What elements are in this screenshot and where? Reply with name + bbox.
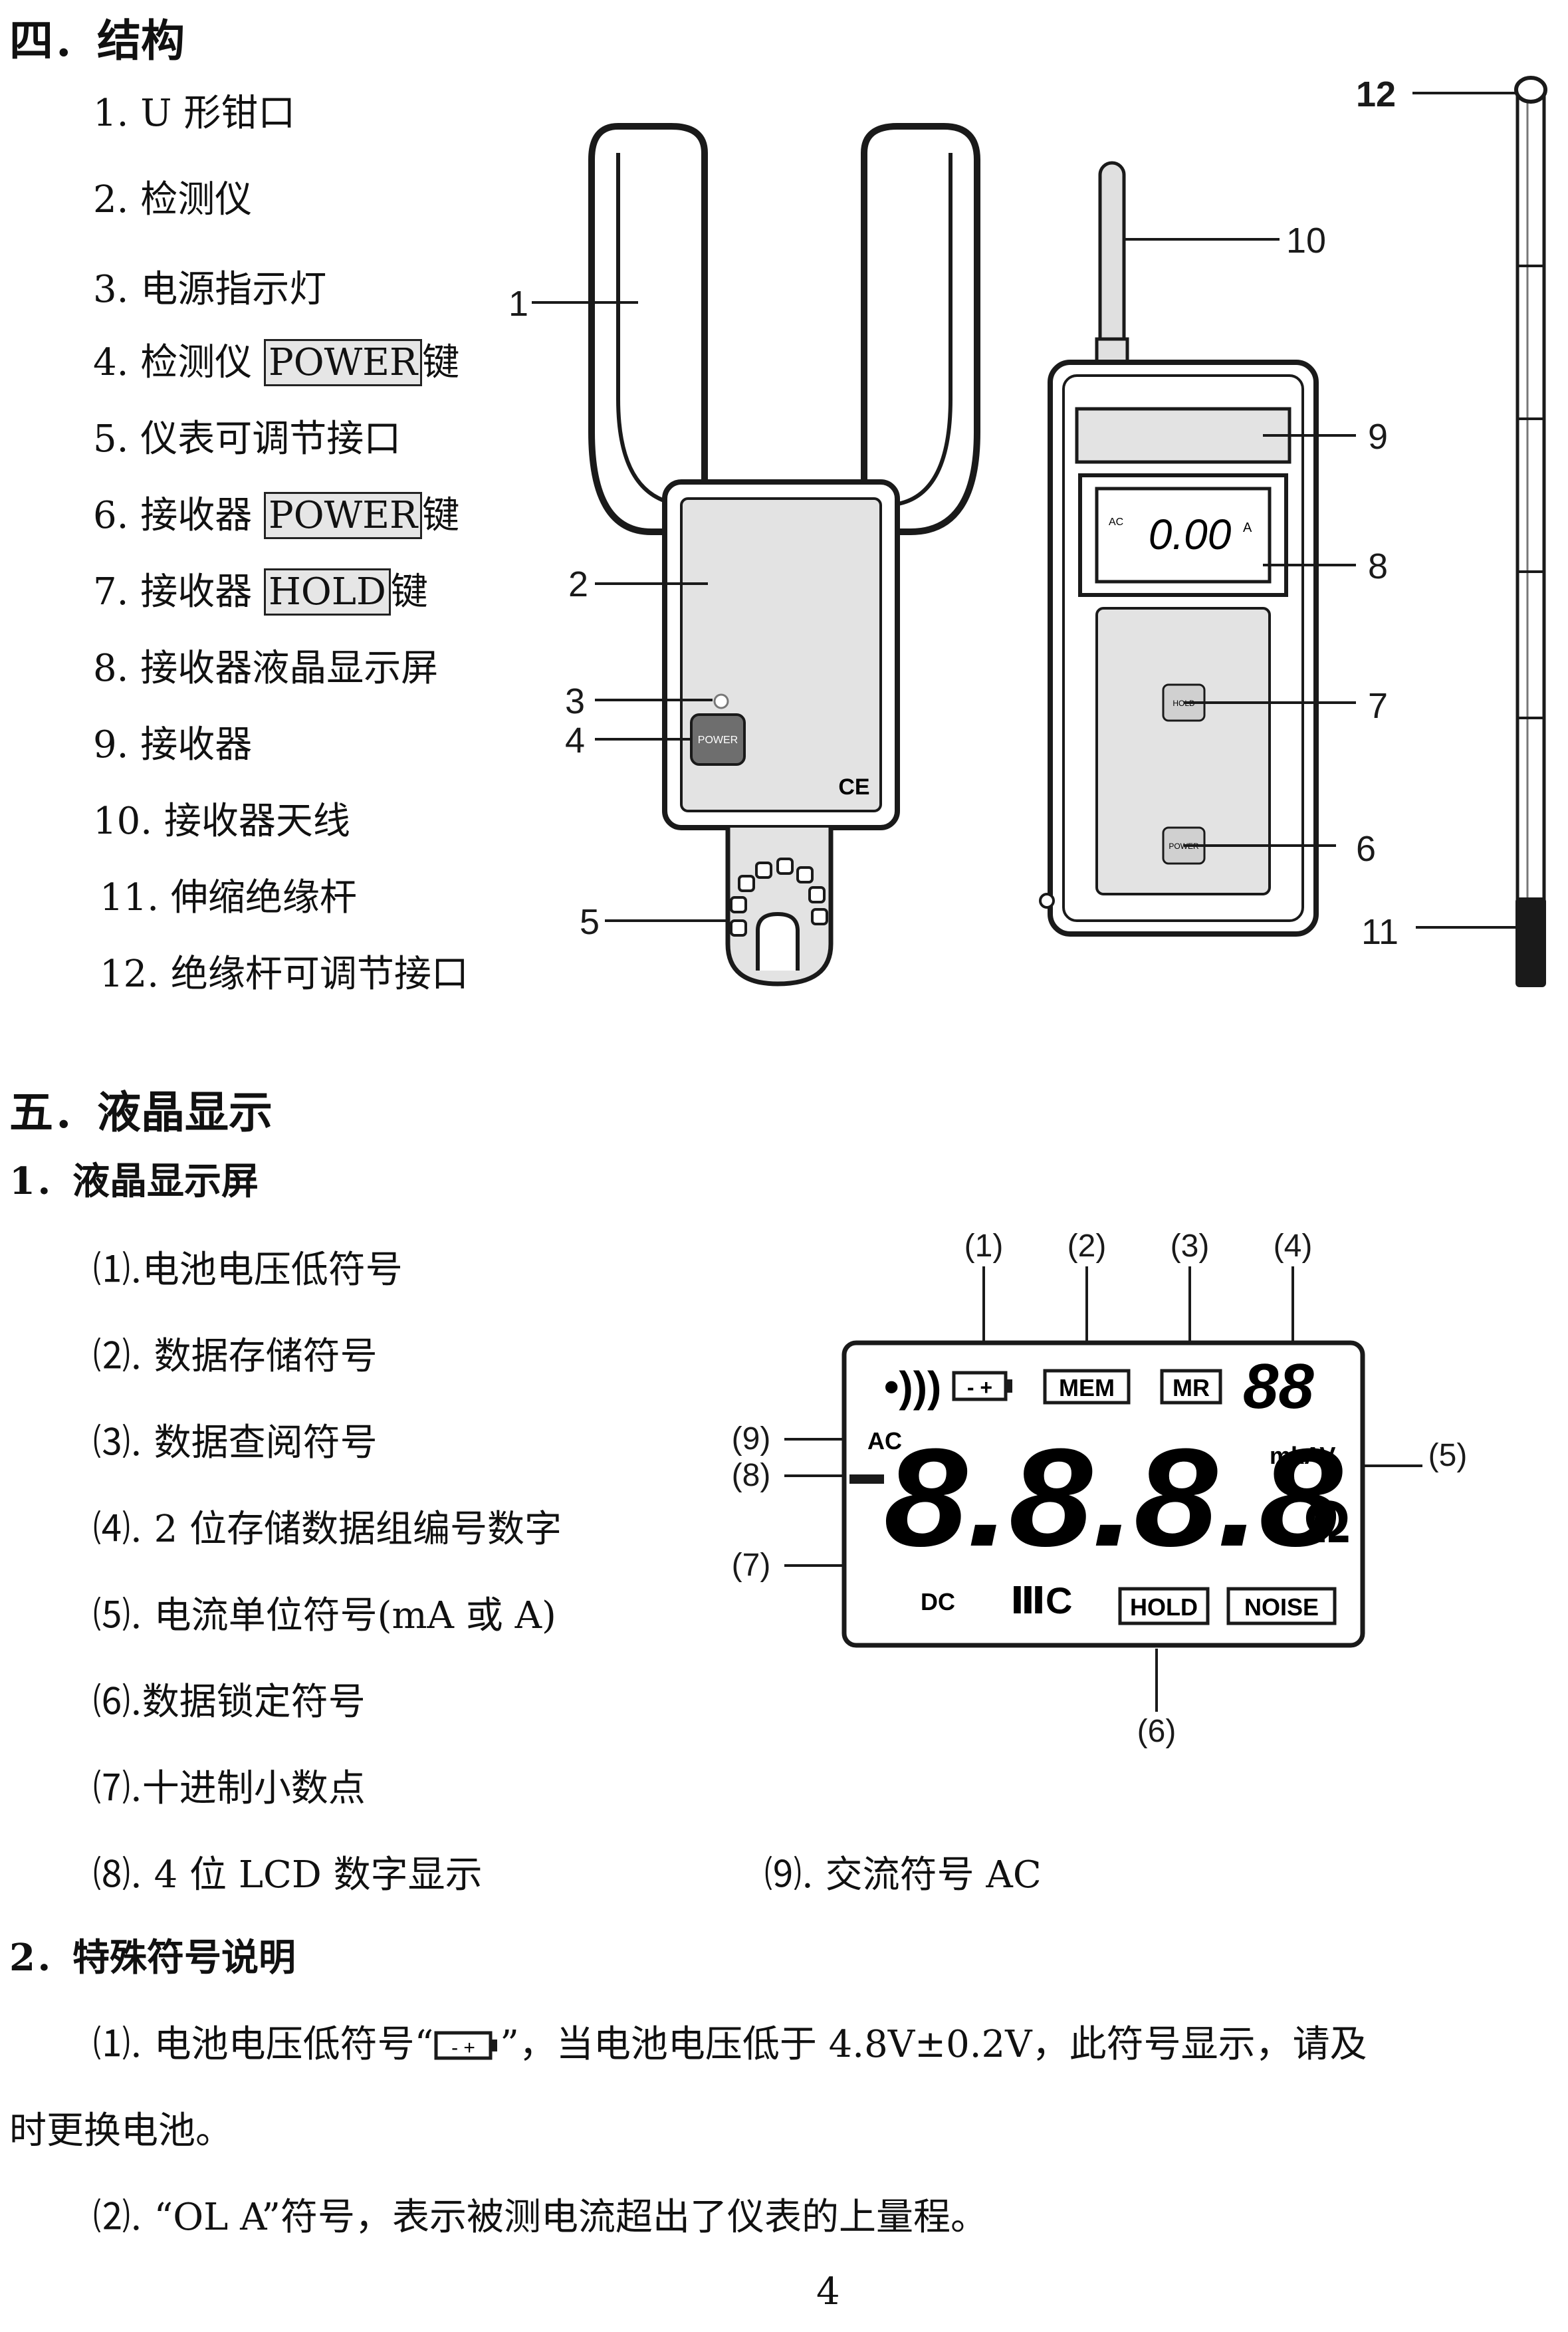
structure-item-8: 8. 接收器液晶显示屏 <box>93 647 439 690</box>
page-number: 4 <box>816 2270 840 2313</box>
hold-key-label: HOLD <box>264 568 391 616</box>
ac-symbol: AC <box>867 1427 902 1455</box>
hold-symbol: HOLD <box>1130 1593 1198 1621</box>
receiver-antenna <box>1098 161 1126 358</box>
callout-1: 1 <box>508 284 528 324</box>
structure-item-4-suffix: 键 <box>422 341 460 384</box>
callout-4: 4 <box>565 721 585 760</box>
mem-symbol: MEM <box>1059 1374 1115 1401</box>
receiver-keypad-panel <box>1095 607 1271 895</box>
u-jaw-outline <box>588 123 980 535</box>
battery-low-symbol <box>952 1371 1008 1401</box>
lcd-callout-9: (9) <box>732 1421 771 1457</box>
lcd-callout-1: (1) <box>964 1228 1004 1264</box>
callout-3: 3 <box>565 681 585 721</box>
lcd-item-8: ⑻. 4 位 LCD 数字显示 <box>93 1853 483 1897</box>
callout-11: 11 <box>1361 912 1399 952</box>
structure-item-6-suffix: 键 <box>422 494 460 537</box>
structure-item-7-prefix: 7. 接收器 <box>93 570 265 614</box>
structure-item-5: 5. 仪表可调节接口 <box>93 417 401 461</box>
callout-6: 6 <box>1356 829 1376 869</box>
minus-sign <box>849 1474 884 1484</box>
receiver-lcd-value: 0.00 <box>1149 511 1232 558</box>
lcd-diagram: (1) (2) (3) (4) (9) (8) (7) (5) (6) •)))… <box>732 1228 1468 1749</box>
lcd-item-9: ⑼. 交流符号 AC <box>764 1853 1042 1897</box>
clamp-icon: ⅢC <box>1010 1579 1072 1621</box>
callout-12: 12 <box>1356 74 1396 114</box>
special-symbols-subtitle: 2．特殊符号说明 <box>9 1936 296 1980</box>
note-1-line-2: 时更换电池。 <box>9 2109 233 2153</box>
receiver-lcd-ac: AC <box>1109 517 1123 528</box>
power-indicator-light <box>713 693 729 709</box>
power-key-label: POWER <box>264 339 423 386</box>
structure-item-2: 2. 检测仪 <box>93 178 253 221</box>
note-2: ⑵. “OL A”符号，表示被测电流超出了仪表的上量程。 <box>93 2196 988 2239</box>
structure-item-10: 10. 接收器天线 <box>93 800 350 843</box>
receiver-lcd-unit: A <box>1243 521 1252 535</box>
structure-item-11: 11. 伸缩绝缘杆 <box>100 876 357 919</box>
lcd-callout-4: (4) <box>1274 1228 1313 1264</box>
telescopic-pole <box>1515 91 1546 919</box>
callout-5: 5 <box>580 902 600 942</box>
lcd-item-4: ⑷. 2 位存储数据组编号数字 <box>93 1508 562 1551</box>
note-1-text-a: ⑴. 电池电压低符号“ <box>93 2023 434 2066</box>
main-lcd-digits: 8.8.8.8 <box>884 1419 1343 1575</box>
battery-icon: - + <box>434 2031 498 2060</box>
unit-symbols: mkAV <box>1270 1442 1335 1469</box>
section4-title: 四．结构 <box>9 15 185 66</box>
callout-7: 7 <box>1368 686 1388 726</box>
structure-item-1: 1. U 形钳口 <box>93 92 296 135</box>
structure-item-4-prefix: 4. 检测仪 <box>93 341 265 384</box>
pole-grip <box>1515 897 1546 987</box>
note-1-text-b: ”，当电池电压低于 4.8V±0.2V，此符号显示，请及 <box>500 2023 1367 2066</box>
note-1-line-1: ⑴. 电池电压低符号“ - + ”，当电池电压低于 4.8V±0.2V，此符号显示，… <box>93 2014 1367 2068</box>
dc-symbol: DC <box>921 1588 955 1615</box>
lcd-item-5: ⑸. 电流单位符号(mA 或 A) <box>93 1594 556 1637</box>
lcd-item-6: ⑹.数据锁定符号 <box>93 1681 366 1724</box>
receiver-top-panel <box>1075 407 1291 464</box>
callout-8: 8 <box>1368 546 1388 586</box>
lcd-item-7: ⑺.十进制小数点 <box>93 1767 366 1810</box>
power-key-label: POWER <box>264 492 423 539</box>
structure-item-6-prefix: 6. 接收器 <box>93 494 265 537</box>
structure-item-12: 12. 绝缘杆可调节接口 <box>100 953 469 996</box>
svg-text:- +: - + <box>451 2037 475 2059</box>
lcd-item-2: ⑵. 数据存储符号 <box>93 1335 378 1378</box>
mr-symbol: MR <box>1173 1374 1210 1401</box>
lcd-callout-5: (5) <box>1428 1438 1468 1473</box>
detector-power-text: POWER <box>698 735 738 746</box>
lcd-item-1: ⑴.电池电压低符号 <box>93 1248 403 1292</box>
callout-9: 9 <box>1368 417 1388 457</box>
structure-item-9: 9. 接收器 <box>93 723 253 766</box>
ohm-symbol: Ω <box>1303 1489 1351 1556</box>
noise-symbol: NOISE <box>1244 1593 1319 1621</box>
section5-title: 五．液晶显示 <box>9 1086 273 1138</box>
pole-connector <box>1514 76 1547 104</box>
lcd-callout-2: (2) <box>1067 1228 1107 1264</box>
lcd-screen-subtitle: 1．液晶显示屏 <box>9 1159 259 1203</box>
lcd-callout-7: (7) <box>732 1548 771 1583</box>
lcd-callout-8: (8) <box>732 1458 771 1493</box>
lcd-callout-3: (3) <box>1171 1228 1210 1264</box>
lcd-panel <box>841 1340 1365 1648</box>
ce-mark: CE <box>838 774 869 800</box>
lcd-callout-6: (6) <box>1137 1714 1176 1749</box>
structure-diagram: POWER CE AC 0.00 A HOLD POWER <box>508 74 1547 987</box>
callout-10: 10 <box>1286 221 1326 261</box>
structure-item-3: 3. 电源指示灯 <box>93 268 327 311</box>
callout-2: 2 <box>568 564 588 604</box>
group-number-digits: 88 <box>1243 1351 1314 1422</box>
svg-text:- +: - + <box>967 1375 992 1399</box>
sound-icon: •))) <box>884 1363 941 1411</box>
structure-item-7-suffix: 键 <box>390 570 428 614</box>
lcd-item-3: ⑶. 数据查阅符号 <box>93 1421 378 1464</box>
